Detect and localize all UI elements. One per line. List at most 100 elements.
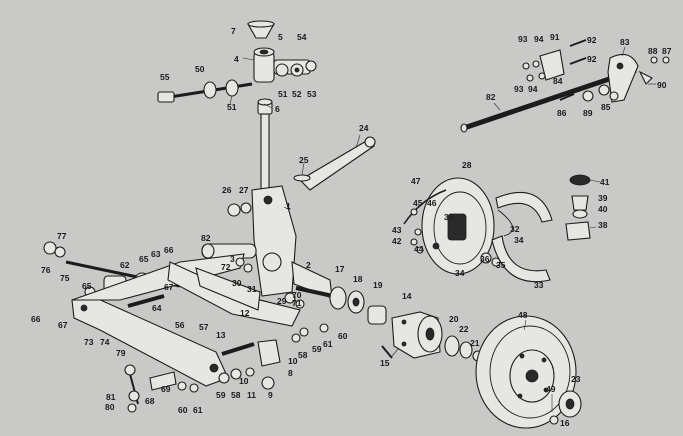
label-79: 79 bbox=[116, 348, 126, 358]
label-86: 86 bbox=[557, 108, 567, 118]
label-58a: 58 bbox=[298, 350, 308, 360]
label-92b: 92 bbox=[587, 54, 597, 64]
label-55: 55 bbox=[160, 72, 170, 82]
label-75: 75 bbox=[60, 273, 70, 283]
label-26: 26 bbox=[222, 185, 232, 195]
adjuster-parts-35-36 bbox=[480, 252, 501, 267]
label-6: 6 bbox=[275, 104, 280, 114]
label-66a: 66 bbox=[164, 245, 174, 255]
king-pin-6 bbox=[257, 98, 273, 195]
label-65a: 65 bbox=[139, 254, 149, 264]
label-28: 28 bbox=[462, 160, 472, 170]
label-69: 69 bbox=[161, 384, 171, 394]
label-5: 5 bbox=[278, 32, 283, 42]
label-72: 72 bbox=[221, 262, 231, 272]
label-9: 9 bbox=[268, 390, 273, 400]
label-57: 57 bbox=[199, 322, 209, 332]
label-88: 88 bbox=[648, 46, 658, 56]
bleed-screw-42-46 bbox=[410, 208, 424, 254]
label-25: 25 bbox=[299, 155, 309, 165]
label-3: 3 bbox=[230, 254, 235, 264]
bearing-17-18-19 bbox=[329, 286, 387, 325]
small-fixings-84-94 bbox=[522, 39, 670, 102]
label-58b: 58 bbox=[231, 390, 241, 400]
handbrake-rod-82 bbox=[460, 67, 637, 133]
brake-shoes-32-34 bbox=[491, 191, 553, 283]
hub-cap-23 bbox=[558, 390, 582, 418]
label-61b: 61 bbox=[193, 405, 203, 415]
label-10a: 10 bbox=[288, 356, 298, 366]
label-8: 8 bbox=[288, 368, 293, 378]
label-18: 18 bbox=[353, 274, 363, 284]
label-44: 44 bbox=[414, 244, 424, 254]
label-40: 40 bbox=[598, 204, 608, 214]
lock-stop-25 bbox=[293, 174, 311, 182]
label-53: 53 bbox=[307, 89, 317, 99]
trunnion-bolt-50 bbox=[157, 79, 253, 103]
label-51a: 51 bbox=[278, 89, 288, 99]
label-30: 30 bbox=[232, 278, 242, 288]
fulcrum-pin-13 bbox=[221, 342, 255, 356]
label-12: 12 bbox=[240, 308, 250, 318]
label-43: 43 bbox=[392, 225, 402, 235]
label-62: 62 bbox=[120, 260, 130, 270]
label-35: 35 bbox=[496, 260, 506, 270]
label-14: 14 bbox=[402, 291, 412, 301]
label-52: 52 bbox=[292, 89, 302, 99]
label-82a: 82 bbox=[201, 233, 211, 243]
label-38: 38 bbox=[598, 220, 608, 230]
label-87: 87 bbox=[662, 46, 672, 56]
label-10b: 10 bbox=[239, 376, 249, 386]
label-76: 76 bbox=[41, 265, 51, 275]
label-15: 15 bbox=[380, 358, 390, 368]
trunnion-bush-pieces bbox=[275, 60, 317, 77]
label-22: 22 bbox=[459, 324, 469, 334]
label-48: 48 bbox=[518, 310, 528, 320]
label-24: 24 bbox=[359, 123, 369, 133]
label-73: 73 bbox=[84, 337, 94, 347]
label-67a: 67 bbox=[164, 282, 174, 292]
leader-lines bbox=[229, 46, 656, 412]
steering-lever-parts-70-72 bbox=[235, 257, 305, 309]
label-16: 16 bbox=[560, 418, 570, 428]
label-83: 83 bbox=[620, 37, 630, 47]
label-50: 50 bbox=[195, 64, 205, 74]
lower-swivel-bush-8-9 bbox=[257, 339, 281, 390]
label-42: 42 bbox=[392, 236, 402, 246]
brake-pipe-47 bbox=[403, 189, 447, 225]
bracket-91 bbox=[539, 49, 565, 81]
wheel-cylinder-38-41 bbox=[565, 174, 591, 241]
label-80: 80 bbox=[105, 402, 115, 412]
label-59b: 59 bbox=[216, 390, 226, 400]
label-32: 32 bbox=[510, 224, 520, 234]
label-90: 90 bbox=[657, 80, 667, 90]
label-36: 36 bbox=[480, 254, 490, 264]
label-94a: 94 bbox=[534, 34, 544, 44]
bolt-assembly-68-81 bbox=[124, 364, 177, 413]
label-59a: 59 bbox=[312, 344, 322, 354]
label-63: 63 bbox=[151, 249, 161, 259]
label-2: 2 bbox=[306, 260, 311, 270]
label-31: 31 bbox=[247, 284, 257, 294]
label-66b: 66 bbox=[31, 314, 41, 324]
label-7: 7 bbox=[231, 26, 236, 36]
label-34a: 34 bbox=[514, 235, 524, 245]
label-93b: 93 bbox=[514, 84, 524, 94]
label-81: 81 bbox=[106, 392, 116, 402]
label-27: 27 bbox=[239, 185, 249, 195]
lever-83 bbox=[607, 53, 639, 103]
label-70: 70 bbox=[292, 290, 302, 300]
hub-14 bbox=[391, 311, 443, 359]
lower-wishbone-56 bbox=[71, 253, 245, 387]
label-92a: 92 bbox=[587, 35, 597, 45]
spring-pan-bolt-64 bbox=[127, 294, 165, 308]
label-41: 41 bbox=[600, 177, 610, 187]
label-94b: 94 bbox=[528, 84, 538, 94]
label-47: 47 bbox=[411, 176, 421, 186]
part-labels: 7 5 54 4 50 55 51 52 53 51 6 24 25 26 27… bbox=[31, 26, 672, 428]
label-29: 29 bbox=[277, 296, 287, 306]
label-67b: 67 bbox=[58, 320, 68, 330]
label-64: 64 bbox=[152, 303, 162, 313]
